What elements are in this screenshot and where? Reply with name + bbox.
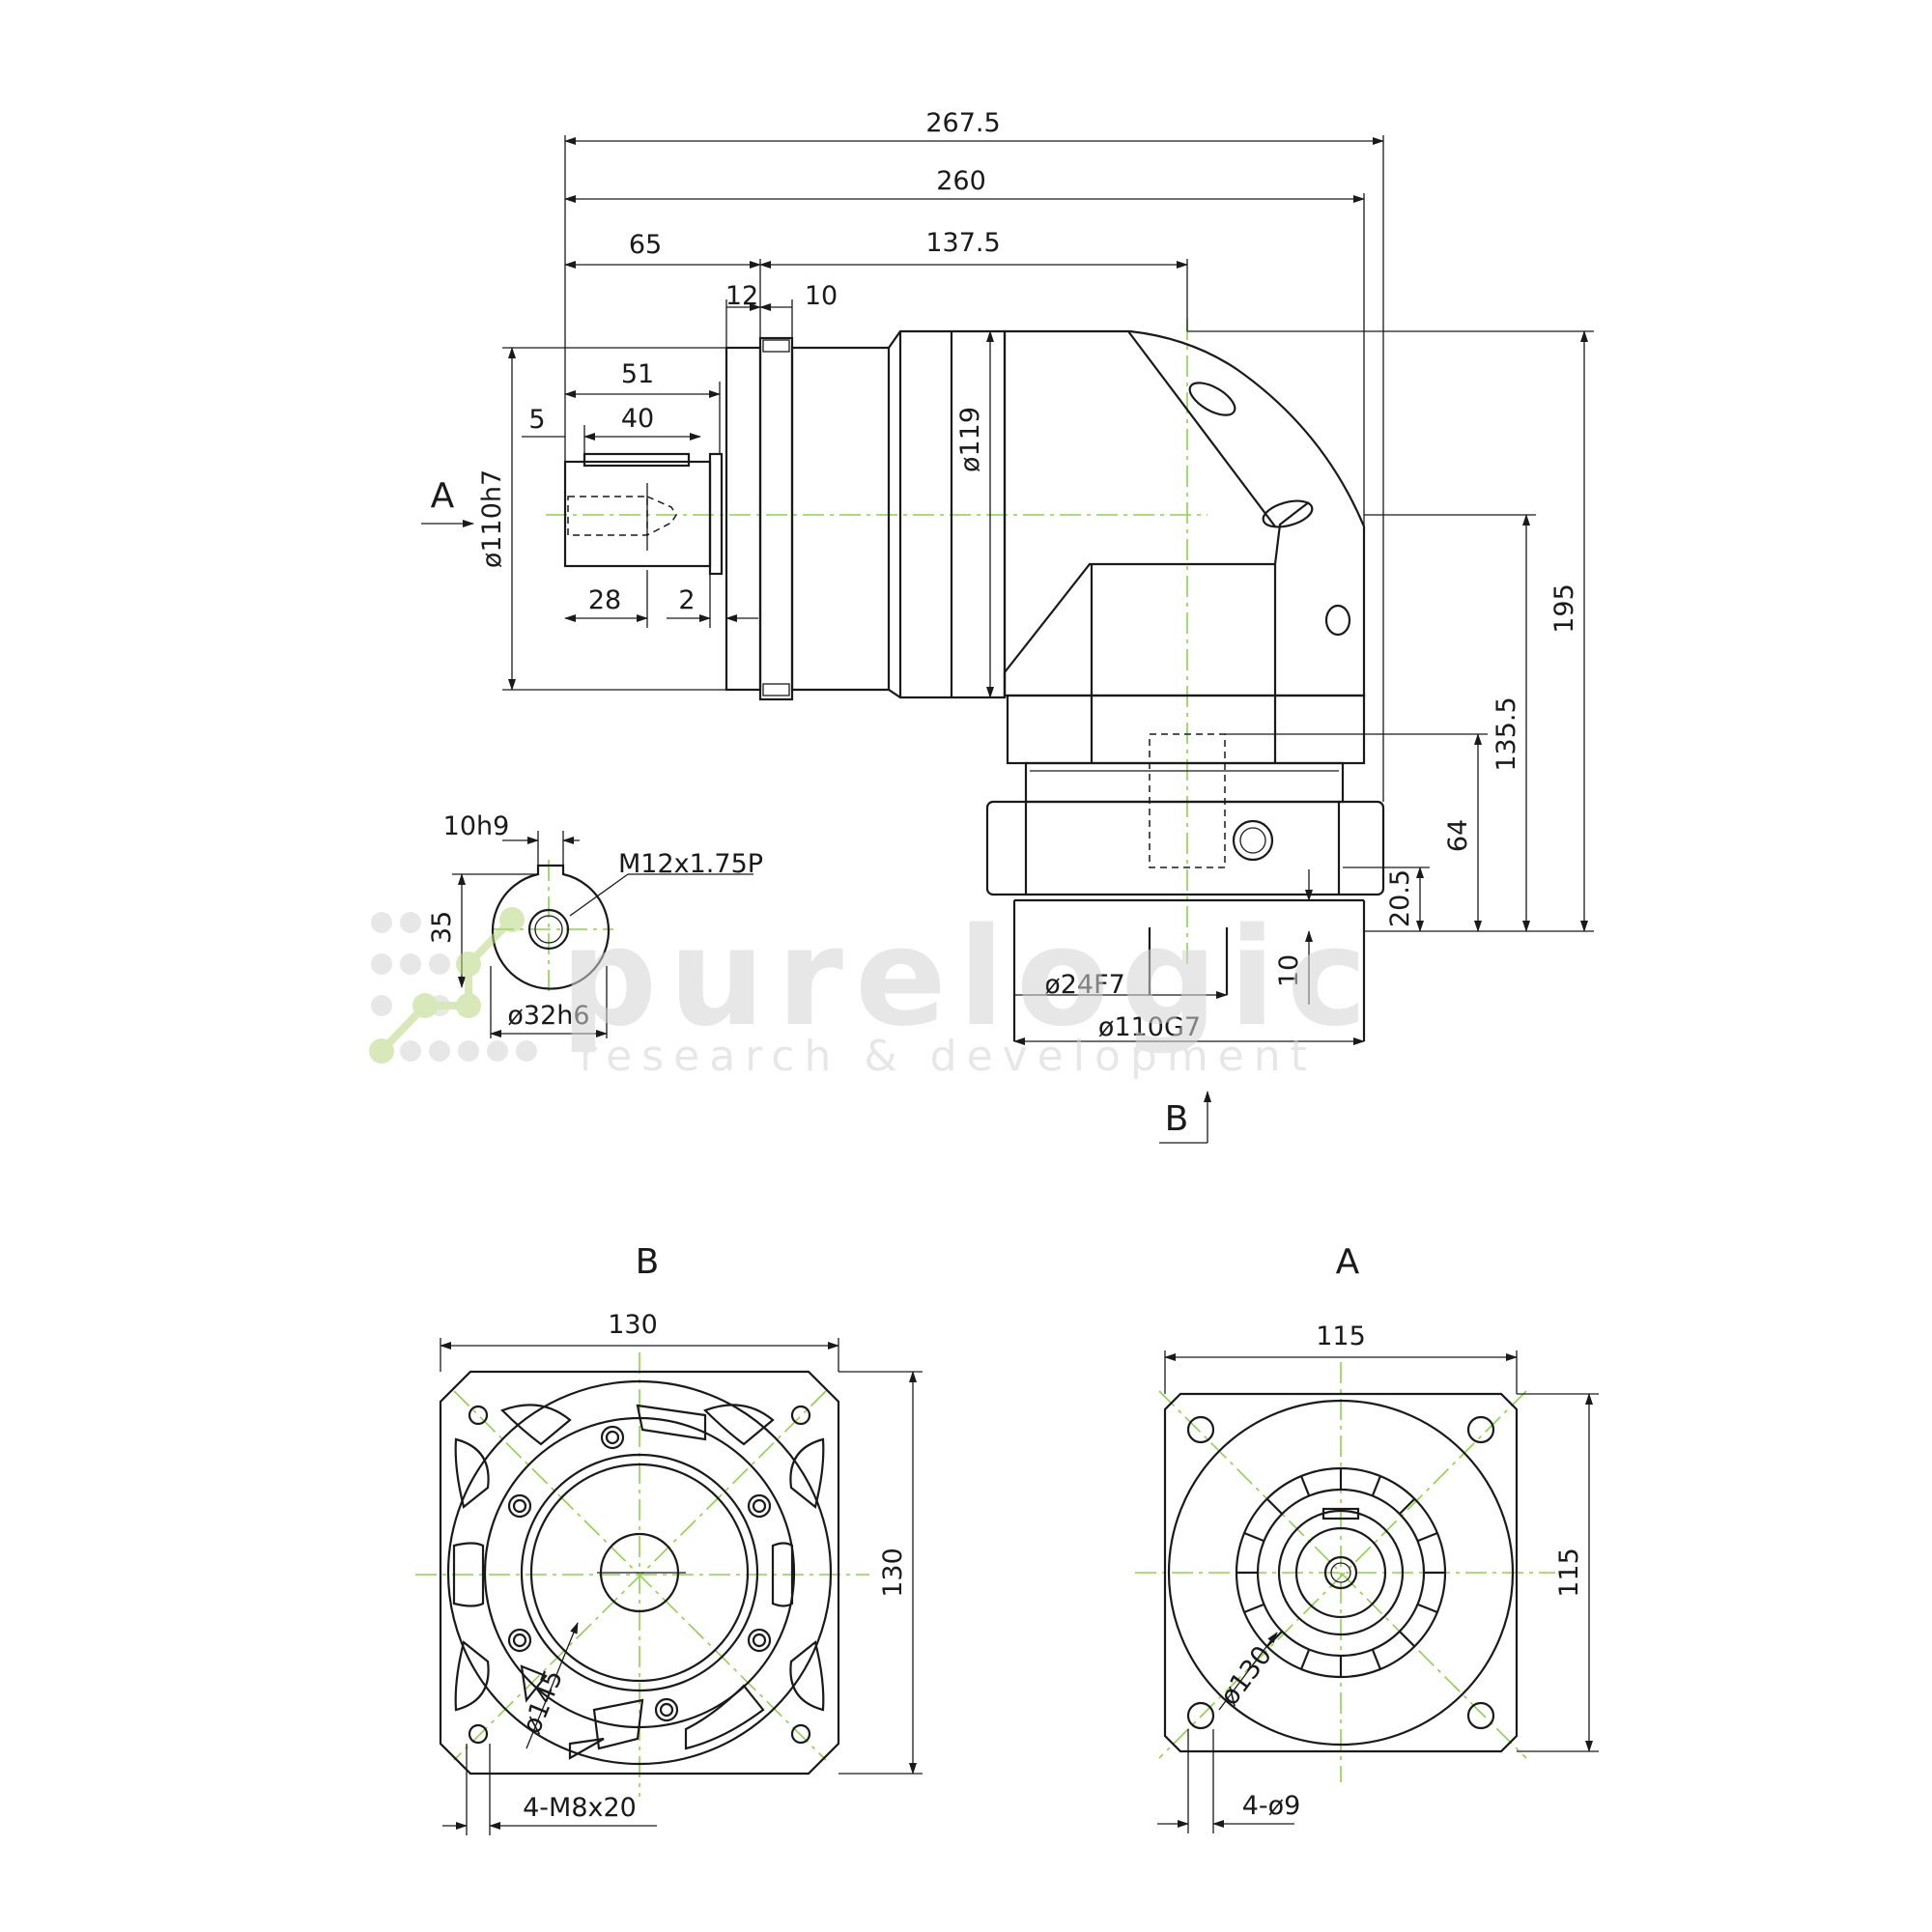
view-a-corner-hole [1186, 1701, 1215, 1730]
view-b-corner-hole [468, 1723, 489, 1745]
view-arrow-a-label: A [431, 476, 455, 516]
shaft-cross-section: 10h9 M12x1.75P 35 ø32h6 [427, 811, 763, 1038]
view-b: B [415, 1242, 923, 1835]
input-flange [724, 336, 794, 701]
dim-dia-24F7: ø24F7 [1044, 970, 1125, 1000]
view-a-holes: 4-ø9 [1242, 1791, 1301, 1821]
dim-dia-110h7: ø110h7 [477, 469, 507, 568]
dim-40: 40 [621, 404, 654, 434]
dim-10-bottom: 10 [1274, 954, 1304, 987]
view-b-holes: 4-M8x20 [523, 1793, 637, 1823]
dim-10-top: 10 [805, 281, 838, 311]
side-view: 267.5 260 65 137.5 12 10 51 5 40 [421, 108, 1594, 1144]
angle-head [985, 329, 1385, 896]
view-a: A [1135, 1242, 1599, 1833]
view-a-segments [1236, 1468, 1445, 1677]
view-arrow-b-label: B [1165, 1099, 1189, 1139]
shaft-dimensions: 51 5 40 28 2 ø110h7 ø119 [477, 330, 994, 698]
dim-dia-119: ø119 [955, 407, 985, 472]
input-shaft [563, 452, 724, 576]
dim-20-5: 20.5 [1385, 869, 1415, 927]
dim-267-5: 267.5 [925, 108, 1000, 138]
view-a-corner-hole [1466, 1415, 1495, 1444]
motor-housing [790, 329, 1007, 699]
dim-dia-32h6: ø32h6 [507, 1001, 589, 1031]
dim-28: 28 [588, 585, 621, 615]
dim-65: 65 [629, 230, 662, 260]
watermark: purelogic research & development [369, 899, 1378, 1081]
dim-51: 51 [621, 359, 654, 389]
dim-260: 260 [936, 166, 986, 196]
dim-dia-110G7: ø110G7 [1098, 1012, 1201, 1042]
dim-35: 35 [427, 911, 457, 944]
view-b-corner-hole [790, 1723, 811, 1745]
view-arrow-a: A [421, 476, 474, 527]
dim-5: 5 [528, 405, 545, 435]
view-a-title: A [1336, 1242, 1360, 1282]
view-b-title: B [636, 1242, 660, 1282]
view-b-corner-hole [790, 1405, 811, 1426]
view-a-width: 115 [1316, 1321, 1366, 1351]
dim-195: 195 [1549, 583, 1579, 634]
top-dimensions: 267.5 260 65 137.5 12 10 [564, 108, 1384, 802]
view-a-corner-hole [1186, 1415, 1215, 1444]
view-a-pcd: ø130 [1214, 1640, 1278, 1711]
watermark-logo-mark [369, 907, 537, 1064]
dim-10h9: 10h9 [443, 811, 510, 841]
view-b-corner-hole [468, 1405, 489, 1426]
dim-135-5: 135.5 [1492, 696, 1521, 771]
watermark-tagline: research & development [580, 1032, 1317, 1081]
dim-2: 2 [678, 585, 695, 615]
view-a-height: 115 [1554, 1548, 1584, 1598]
view-arrow-b: B [1159, 1091, 1211, 1144]
watermark-brand: purelogic [560, 899, 1378, 1057]
view-b-width: 130 [608, 1310, 658, 1340]
dim-12: 12 [725, 281, 758, 311]
view-b-ring-holes [507, 1425, 772, 1722]
dim-thread-m12: M12x1.75P [618, 849, 763, 879]
dim-137-5: 137.5 [925, 228, 1000, 258]
bottom-dimensions: ø24F7 ø110G7 [1013, 970, 1365, 1045]
right-dimensions: 195 135.5 64 20.5 10 [1187, 330, 1594, 1005]
view-b-height: 130 [878, 1548, 908, 1598]
view-a-corner-hole [1466, 1701, 1495, 1730]
dim-64: 64 [1443, 819, 1473, 852]
